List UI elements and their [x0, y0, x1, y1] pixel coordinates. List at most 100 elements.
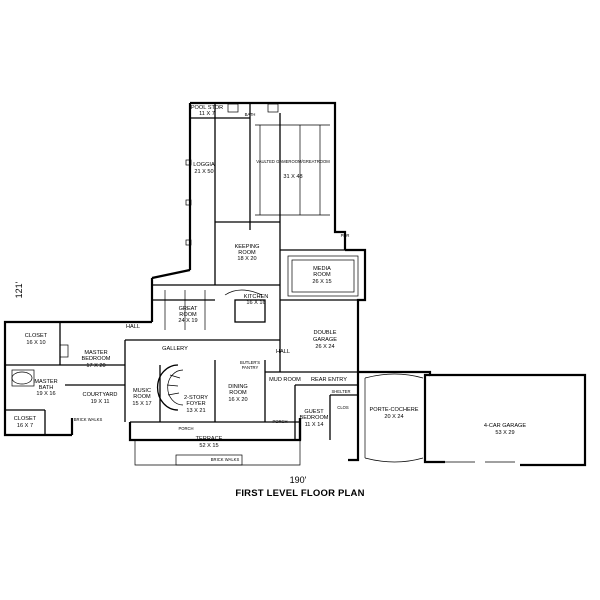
svg-text:53 X 29: 53 X 29	[495, 430, 514, 436]
double-garage-label: DOUBLE GARAGE 26 X 24	[313, 330, 337, 350]
foyer-label: 2-STORY FOYER 13 X 21	[184, 395, 208, 414]
svg-text:GUEST: GUEST	[304, 409, 324, 415]
svg-text:18 X 20: 18 X 20	[237, 256, 256, 262]
guest-bedroom-label: GUEST BEDROOM 11 X 14	[300, 409, 329, 428]
butlers-pantry-label: BUTLER'S PANTRY	[240, 360, 260, 370]
svg-text:24 X 19: 24 X 19	[178, 318, 197, 324]
svg-text:BEDROOM: BEDROOM	[300, 415, 329, 421]
svg-text:ROOM: ROOM	[179, 312, 197, 318]
car-garage-label: 4-CAR GARAGE 53 X 29	[484, 423, 527, 436]
svg-text:17 X 20: 17 X 20	[86, 363, 105, 369]
svg-text:KEEPING: KEEPING	[235, 244, 260, 250]
svg-text:POOL STOR: POOL STOR	[191, 105, 223, 111]
pdr-label: PDR	[341, 233, 350, 238]
gallery-label: GALLERY	[162, 346, 188, 352]
pool-stor-label: POOL STOR 11 X 7	[191, 105, 223, 117]
greatroom-beams	[255, 124, 330, 216]
kitchen-island	[224, 289, 266, 323]
vaulted-great-room-label: VAULTED GAMEROOM/GREATROOM 31 X 48	[256, 159, 330, 180]
kitchen-label: KITCHEN 16 X 16	[244, 294, 269, 306]
svg-text:ROOM: ROOM	[229, 390, 247, 396]
svg-text:4-CAR GARAGE: 4-CAR GARAGE	[484, 423, 527, 429]
svg-text:KITCHEN: KITCHEN	[244, 294, 269, 300]
dining-room-label: DINING ROOM 16 X 20	[228, 384, 248, 403]
svg-text:MEDIA: MEDIA	[313, 266, 331, 272]
svg-text:MASTER: MASTER	[34, 379, 57, 385]
svg-text:MASTER: MASTER	[84, 350, 107, 356]
svg-text:20 X 24: 20 X 24	[384, 414, 403, 420]
hall-left-label: HALL	[126, 324, 140, 330]
svg-text:GREAT: GREAT	[179, 306, 198, 312]
svg-text:VAULTED GAMEROOM/GREATROOM: VAULTED GAMEROOM/GREATROOM	[256, 159, 330, 164]
svg-text:CLOSET: CLOSET	[14, 416, 37, 422]
svg-text:LOGGIA: LOGGIA	[193, 162, 215, 168]
svg-text:FOYER: FOYER	[186, 401, 205, 407]
plan-title: FIRST LEVEL FLOOR PLAN	[235, 488, 364, 499]
svg-text:11 X 14: 11 X 14	[305, 422, 324, 428]
svg-text:DOUBLE: DOUBLE	[313, 330, 336, 336]
music-room-label: MUSIC ROOM 15 X 17	[132, 388, 151, 407]
svg-text:26 X 15: 26 X 15	[312, 279, 331, 285]
brick-walk-left-label: BRICK WALKS	[74, 417, 103, 422]
master-bath-label: MASTER BATH 19 X 16	[34, 379, 57, 397]
svg-text:15 X 17: 15 X 17	[132, 401, 151, 407]
svg-text:13 X 21: 13 X 21	[186, 408, 205, 414]
spiral-stair	[156, 364, 184, 411]
svg-text:26 X 24: 26 X 24	[315, 344, 334, 350]
great-room-beams	[164, 290, 206, 330]
svg-text:MUSIC: MUSIC	[133, 388, 151, 394]
svg-text:16 X 16: 16 X 16	[246, 300, 265, 306]
svg-text:ROOM: ROOM	[133, 394, 151, 400]
bath-label: BATH	[245, 112, 256, 117]
loggia-columns	[185, 159, 192, 246]
svg-text:PANTRY: PANTRY	[242, 365, 259, 370]
media-room-tray	[287, 255, 359, 297]
porch-right-label: PORCH	[272, 419, 287, 424]
svg-text:ROOM: ROOM	[238, 250, 256, 256]
svg-text:BATH: BATH	[39, 385, 54, 391]
loggia-label: LOGGIA 21 X 50	[193, 162, 215, 175]
width-dimension: 190'	[290, 475, 307, 485]
media-room-label: MEDIA ROOM 26 X 15	[312, 266, 331, 285]
courtyard-label: COURTYARD 19 X 11	[83, 392, 118, 405]
terrace-outline	[134, 440, 301, 466]
great-room-label: GREAT ROOM 24 X 19	[178, 306, 198, 324]
rear-entry-label: REAR ENTRY	[311, 377, 347, 383]
closet-upper-label: CLOSET 16 X 10	[25, 333, 48, 346]
svg-text:31 X 48: 31 X 48	[283, 174, 302, 180]
hall-right-label: HALL	[276, 349, 290, 355]
svg-text:16 X 7: 16 X 7	[17, 423, 33, 429]
svg-text:DINING: DINING	[228, 384, 248, 390]
svg-text:PORTE-COCHERE: PORTE-COCHERE	[369, 407, 418, 413]
porte-cochere-arcs	[364, 373, 424, 463]
svg-text:21 X 50: 21 X 50	[194, 169, 213, 175]
svg-text:COURTYARD: COURTYARD	[83, 392, 118, 398]
svg-text:52 X 15: 52 X 15	[199, 443, 218, 449]
interior-walls	[5, 103, 365, 440]
svg-text:CLOSET: CLOSET	[25, 333, 48, 339]
keeping-room-label: KEEPING ROOM 18 X 20	[235, 244, 260, 262]
shelter-label: SHELTER	[331, 389, 350, 394]
porte-cochere-label: PORTE-COCHERE 20 X 24	[369, 407, 418, 420]
porch-left-label: PORCH	[178, 426, 193, 431]
master-bedroom-label: MASTER BEDROOM 17 X 20	[82, 350, 111, 369]
svg-text:16 X 20: 16 X 20	[228, 397, 247, 403]
svg-text:2-STORY: 2-STORY	[184, 395, 208, 401]
brick-walk-center-label: BRICK WALKS	[211, 457, 240, 462]
clos-label: CLOS	[337, 405, 349, 410]
svg-text:11 X 7: 11 X 7	[199, 111, 215, 117]
svg-text:BEDROOM: BEDROOM	[82, 356, 111, 362]
svg-text:ROOM: ROOM	[313, 272, 331, 278]
svg-text:19 X 11: 19 X 11	[91, 399, 110, 405]
master-bath-fixtures	[11, 344, 69, 387]
svg-text:GARAGE: GARAGE	[313, 337, 337, 343]
exterior-walls	[3, 101, 587, 467]
svg-text:19 X 16: 19 X 16	[36, 391, 55, 397]
terrace-label: TERRACE 52 X 15	[196, 436, 223, 449]
svg-text:BUTLER'S: BUTLER'S	[240, 360, 260, 365]
depth-dimension: 121'	[14, 281, 24, 298]
svg-text:16 X 10: 16 X 10	[26, 340, 45, 346]
closet-lower-label: CLOSET 16 X 7	[14, 416, 37, 429]
svg-text:TERRACE: TERRACE	[196, 436, 223, 442]
